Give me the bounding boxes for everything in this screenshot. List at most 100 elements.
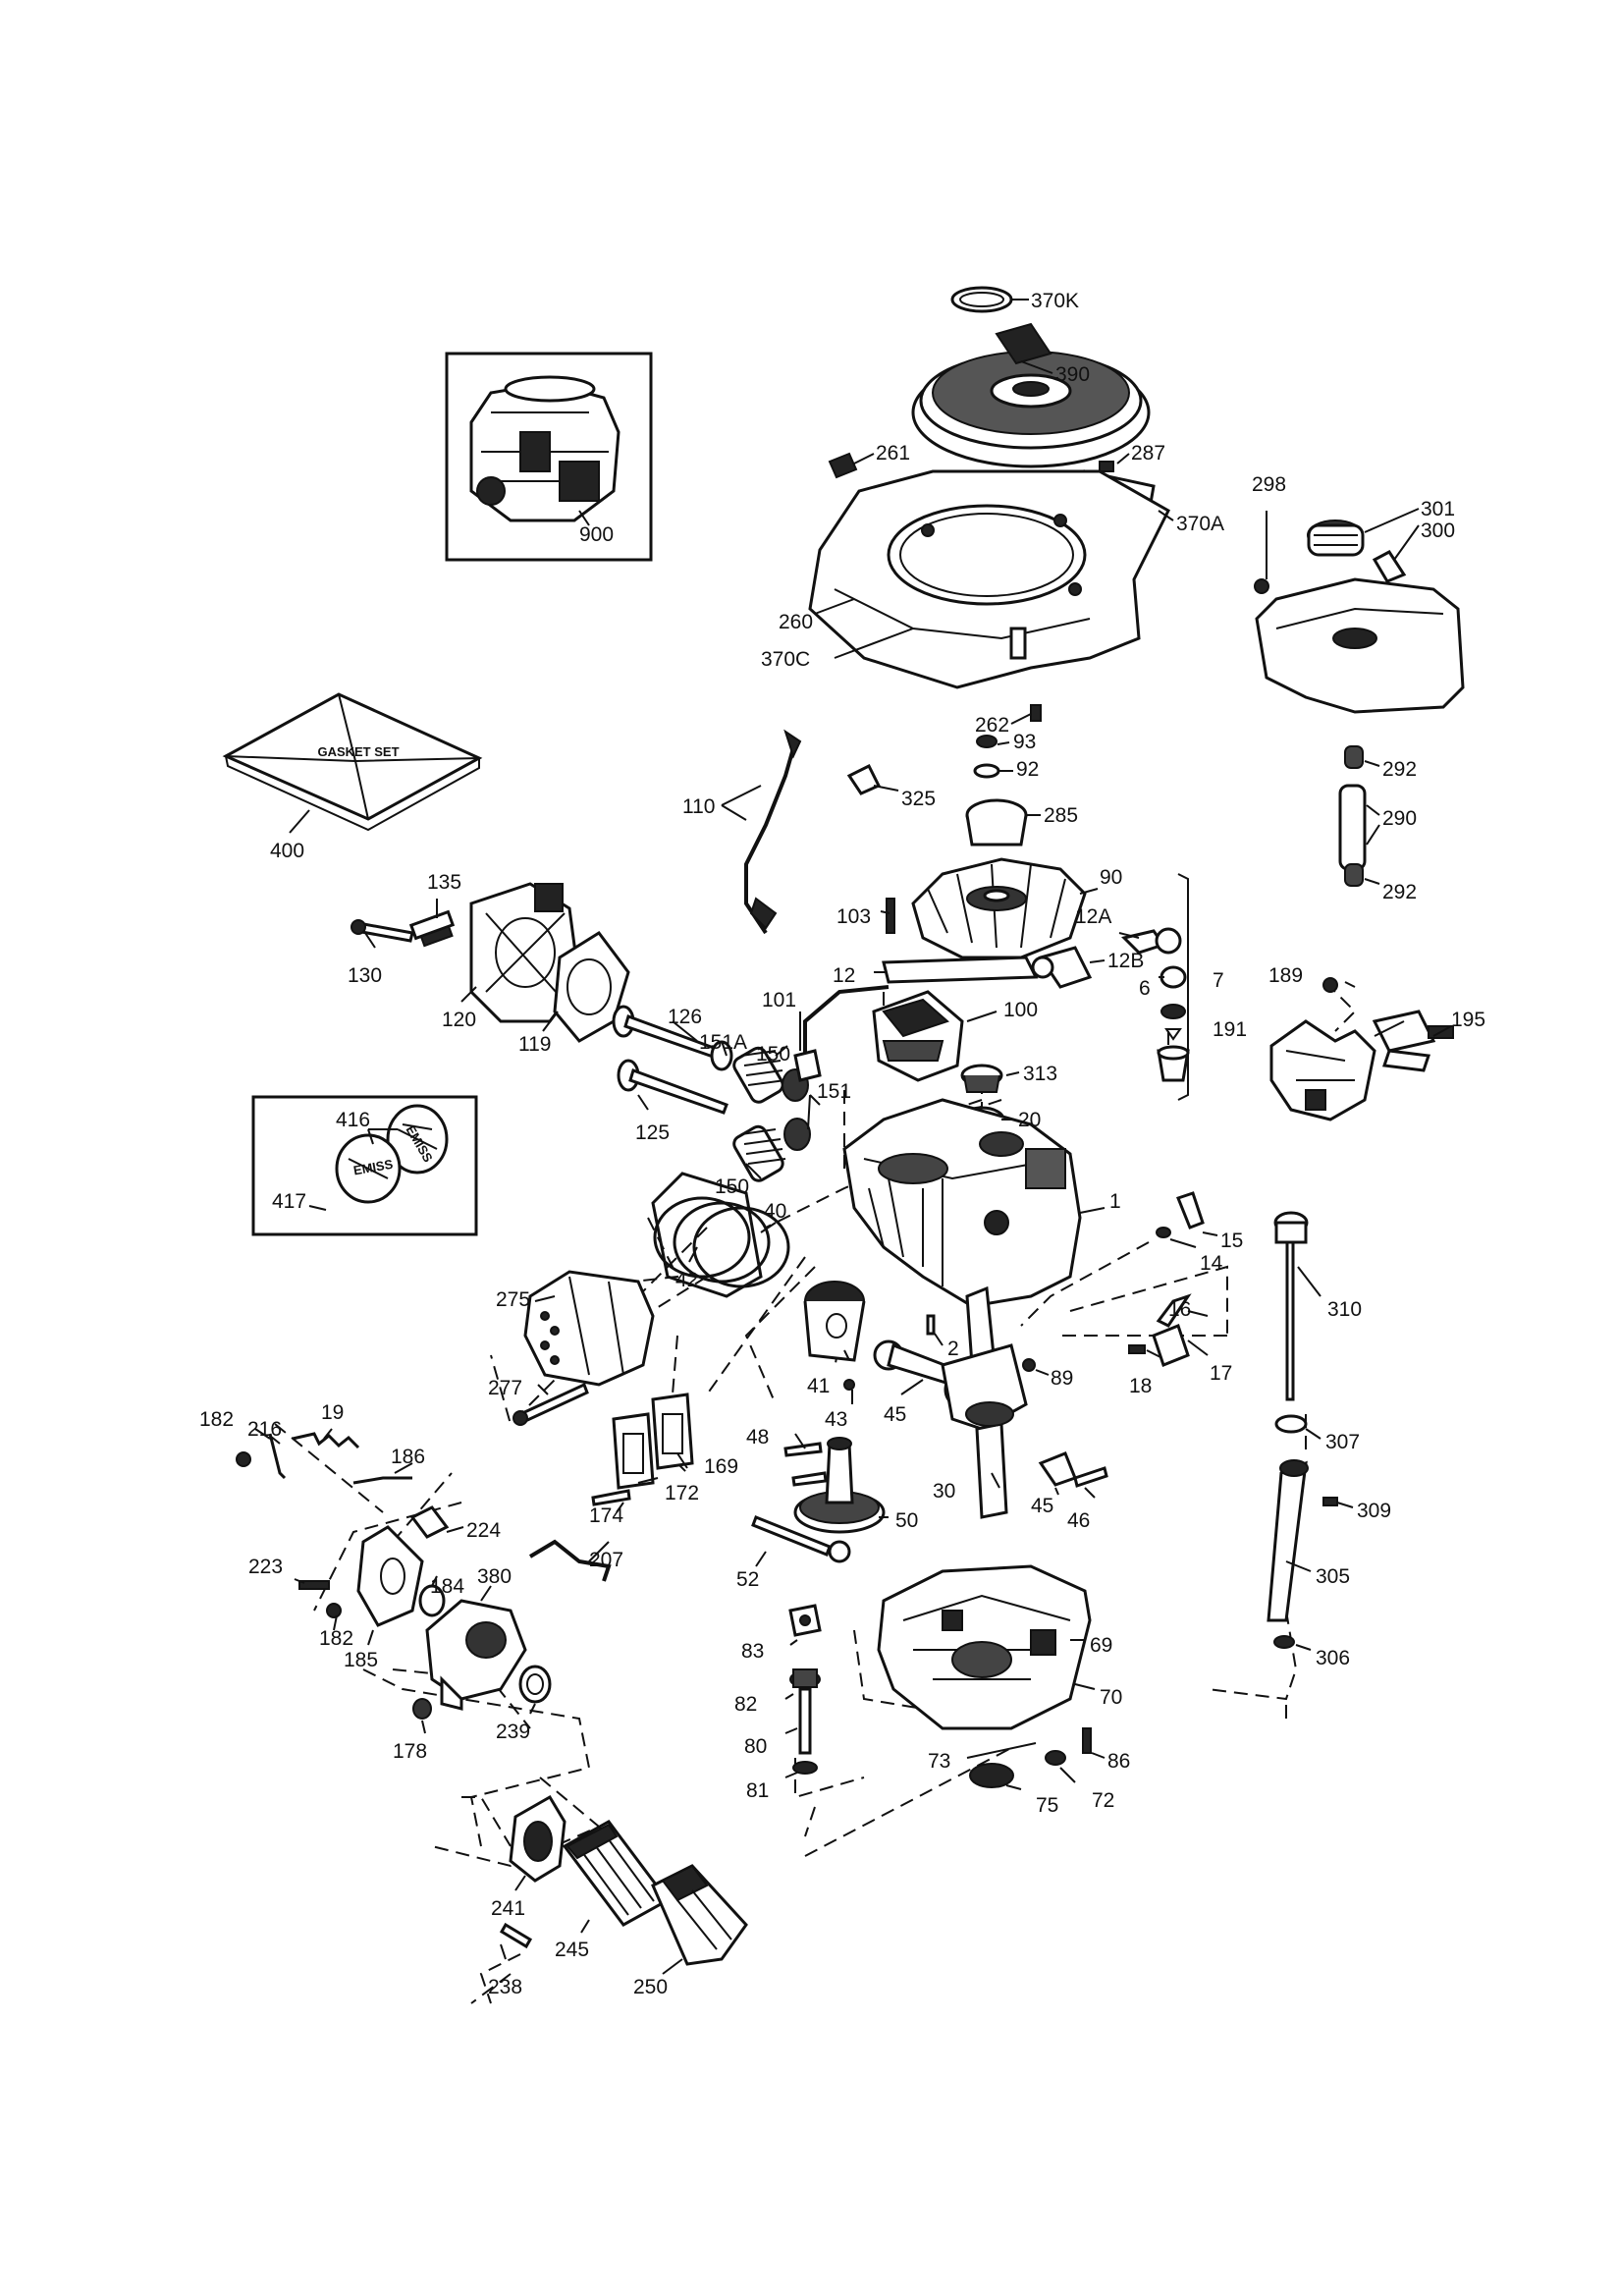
callout-184: 184 [430, 1575, 464, 1598]
callout-70: 70 [1100, 1686, 1122, 1709]
callout-292-a: 292 [1382, 758, 1417, 781]
part-390-starter [911, 322, 1151, 468]
callout-1: 1 [1109, 1190, 1121, 1213]
callout-285: 285 [1044, 804, 1078, 827]
callout-185: 185 [344, 1649, 378, 1671]
callout-75: 75 [1036, 1794, 1058, 1817]
part-2-pin [926, 1314, 936, 1336]
callout-301: 301 [1421, 498, 1455, 520]
part-150-spring-b [732, 1124, 786, 1182]
callout-310: 310 [1327, 1298, 1362, 1321]
callout-290: 290 [1382, 807, 1417, 830]
part-48-screw-b [791, 1471, 828, 1487]
part-189-screw [1322, 977, 1338, 993]
callout-325: 325 [901, 788, 936, 810]
callout-52: 52 [736, 1568, 759, 1591]
callout-313: 313 [1023, 1063, 1057, 1085]
callout-195: 195 [1451, 1009, 1485, 1031]
part-42-rings [651, 1172, 790, 1298]
part-illustrations: GASKET SET [222, 286, 1465, 1966]
callout-19: 19 [321, 1401, 344, 1424]
callout-370a: 370A [1176, 513, 1224, 535]
callout-135: 135 [427, 871, 461, 894]
callout-14: 14 [1200, 1252, 1223, 1275]
part-52-shaft [751, 1515, 832, 1557]
callout-17: 17 [1210, 1362, 1232, 1385]
part-241-air-cleaner-base [509, 1794, 566, 1883]
part-101-lead [803, 985, 890, 1061]
part-309-screw [1322, 1497, 1338, 1506]
callout-50: 50 [895, 1509, 918, 1532]
callout-101: 101 [762, 989, 796, 1011]
part-125-valve [617, 1059, 728, 1115]
callout-189: 189 [1268, 964, 1303, 987]
callout-216: 216 [247, 1418, 282, 1441]
callout-103: 103 [836, 905, 871, 928]
part-16-lever [1156, 1293, 1192, 1328]
callout-380: 380 [477, 1565, 512, 1588]
part-195-lever [1372, 1010, 1454, 1072]
callout-150-b: 150 [715, 1175, 749, 1198]
callout-241: 241 [491, 1897, 525, 1920]
callout-126: 126 [668, 1006, 702, 1028]
part-110-wire [744, 740, 797, 935]
part-1-crankcase [842, 1098, 1082, 1308]
gasket-set-text: GASKET SET [317, 744, 399, 759]
callout-300: 300 [1421, 519, 1455, 542]
callout-93: 93 [1013, 731, 1036, 753]
part-182-pin-b [326, 1603, 342, 1618]
callout-12a: 12A [1075, 905, 1111, 928]
engine-inset-box [445, 352, 653, 562]
part-300-fuel-tank [1255, 519, 1465, 714]
part-305-fill-tube [1267, 1459, 1309, 1622]
callout-417: 417 [272, 1190, 306, 1213]
part-287-screw [1099, 461, 1114, 472]
callout-186: 186 [391, 1446, 425, 1468]
callout-292-b: 292 [1382, 881, 1417, 903]
callout-125: 125 [635, 1121, 670, 1144]
part-90-flywheel [911, 857, 1087, 959]
callout-120: 120 [442, 1009, 476, 1031]
part-151-keeper-b [783, 1118, 811, 1151]
part-48-screw-a [783, 1442, 823, 1457]
part-216-link [268, 1433, 287, 1480]
part-191-control-bracket [1269, 1019, 1376, 1121]
callout-151a: 151A [699, 1031, 747, 1054]
part-310-dipstick [1273, 1211, 1309, 1401]
callout-260: 260 [779, 611, 813, 633]
part-46-bolt [1073, 1466, 1108, 1488]
callout-309: 309 [1357, 1500, 1391, 1522]
callout-12b: 12B [1107, 950, 1144, 972]
part-80-shaft [798, 1687, 812, 1755]
callout-100: 100 [1003, 999, 1038, 1021]
part-238-screw [499, 1922, 533, 1949]
svg-text:EMISS: EMISS [352, 1157, 395, 1178]
part-81-washer [792, 1761, 818, 1775]
part-250-filter-cover [651, 1864, 748, 1966]
part-223-screw [298, 1580, 330, 1590]
callout-43: 43 [825, 1408, 847, 1431]
callout-178: 178 [393, 1740, 427, 1763]
callout-306: 306 [1316, 1647, 1350, 1669]
callout-298: 298 [1252, 473, 1286, 496]
callout-307: 307 [1325, 1431, 1360, 1453]
callout-400: 400 [270, 840, 304, 862]
part-100-ignition-module [872, 990, 964, 1082]
callout-250: 250 [633, 1976, 668, 1998]
callout-18: 18 [1129, 1375, 1152, 1397]
callout-45-b: 45 [1031, 1495, 1053, 1517]
callout-16: 16 [1168, 1298, 1191, 1321]
callout-245: 245 [555, 1939, 589, 1961]
callout-130: 130 [348, 964, 382, 987]
part-307-oring [1274, 1414, 1308, 1434]
part-43-clip [843, 1379, 855, 1391]
part-380-carburetor [425, 1599, 527, 1711]
callout-416: 416 [336, 1109, 370, 1131]
part-178-drain [412, 1698, 432, 1720]
part-275-muffler [523, 1270, 655, 1387]
callout-119: 119 [518, 1033, 551, 1056]
part-19-spring [292, 1432, 360, 1449]
part-325-clip [846, 763, 882, 795]
part-182-pin-a [236, 1451, 251, 1467]
